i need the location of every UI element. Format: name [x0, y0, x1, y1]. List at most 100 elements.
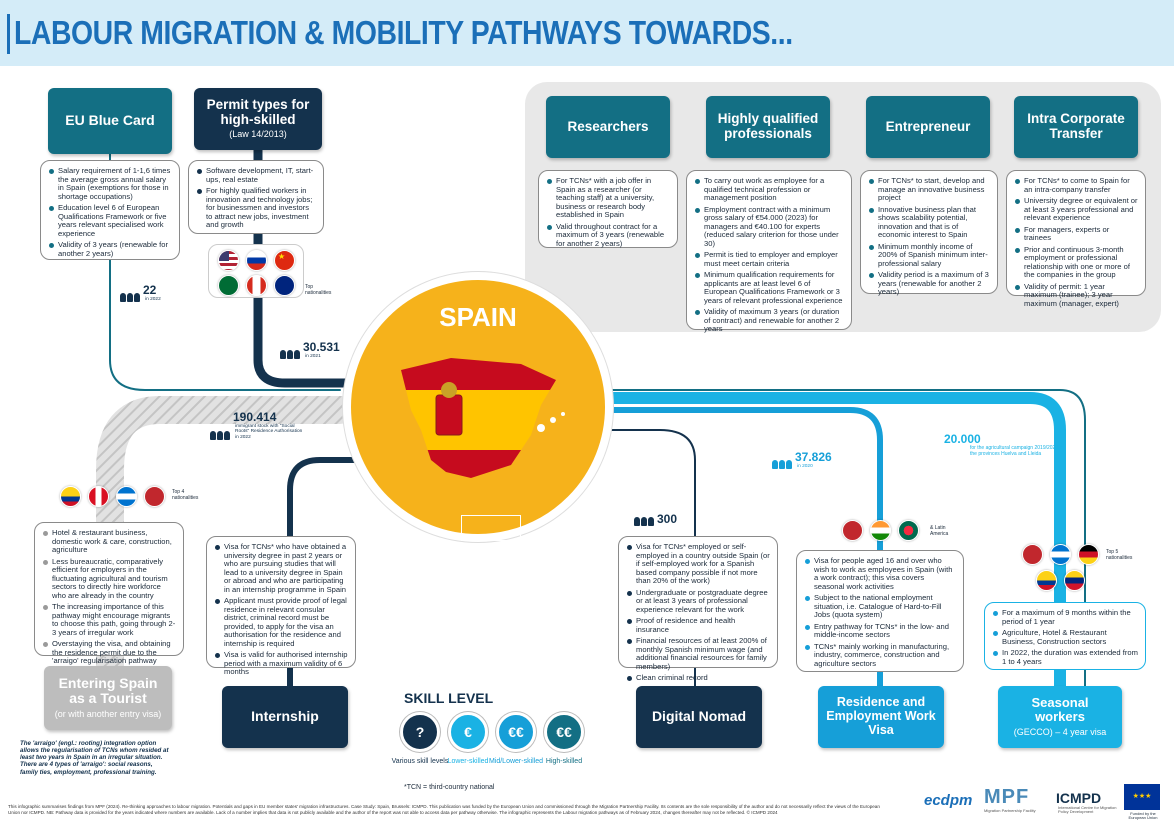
list-item: Innovative business plan that shows scal… — [869, 205, 990, 240]
eu-blue-card-header[interactable]: EU Blue Card — [48, 88, 172, 154]
internship-path — [287, 457, 523, 693]
researchers-header[interactable]: Researchers — [546, 96, 670, 158]
spain-circle: SPAIN — [343, 272, 613, 542]
euro-icon: € — [448, 712, 488, 752]
people-icon — [120, 293, 140, 303]
people-icon — [772, 460, 792, 470]
nationalities-label: & Latin America — [930, 525, 949, 537]
ict-header[interactable]: Intra Corporate Transfer — [1014, 96, 1138, 158]
residence-header[interactable]: Residence and Employment Work Visa — [818, 686, 944, 748]
question-icon: ? — [400, 712, 440, 752]
people-icon — [210, 430, 230, 440]
icmpd-logo[interactable]: ICMPD — [1056, 790, 1102, 806]
flag-morocco-icon — [1022, 544, 1043, 565]
eu-flag-icon: ★★★ — [1124, 784, 1160, 810]
seasonal-stat: 20.000 for the agricultural campaign 201… — [944, 432, 1064, 457]
seasonal-box: For a maximum of 9 months within the per… — [984, 602, 1146, 670]
list-item: Clean criminal record — [627, 673, 770, 683]
list-item: For managers, experts or trainees — [1015, 225, 1138, 243]
list-item: Permit is tied to employer and employer … — [695, 250, 844, 268]
nationalities-label: Top nationalities — [305, 284, 332, 296]
arraigo-note: The 'arraigo' (engl.: rooting) integrati… — [20, 740, 169, 776]
list-item: Agriculture, Hotel & Restaurant Business… — [993, 628, 1138, 646]
list-item: Validity of 3 years (renewable for anoth… — [49, 240, 172, 258]
list-item: In 2022, the duration was extended from … — [993, 648, 1138, 666]
list-item: TCNs* mainly working in manufacturing, i… — [805, 642, 956, 669]
list-item: University degree or equivalent or at le… — [1015, 196, 1138, 223]
entrepreneur-box: For TCNs* to start, develop and manage a… — [860, 170, 998, 297]
tourist-box: Hotel & restaurant business, domestic wo… — [34, 522, 184, 665]
euro-stack-icon: €€ — [544, 712, 584, 752]
tourist-path — [96, 396, 354, 684]
list-item: Visa is valid for authorised internship … — [215, 650, 348, 677]
seasonal-header[interactable]: Seasonal workers (GECCO) – 4 year visa — [998, 686, 1122, 748]
list-item: Validity period is a maximum of 3 years … — [869, 270, 990, 297]
euro-coins-icon: €€ — [496, 712, 536, 752]
flag-venezuela-icon — [1064, 570, 1085, 591]
internship-header[interactable]: Internship — [222, 686, 348, 748]
tcn-footnote: *TCN = third-country national — [404, 784, 495, 791]
flag-canada-icon — [246, 275, 267, 296]
flag-peru-icon — [88, 486, 109, 507]
list-item: Education level 6 of European Qualificat… — [49, 203, 172, 238]
list-item: Software development, IT, start-ups, rea… — [197, 166, 316, 184]
list-item: For highly qualified workers in innovati… — [197, 186, 316, 230]
flag-honduras-icon — [116, 486, 137, 507]
eu-blue-card-box: Salary requirement of 1-1,6 times the av… — [40, 160, 180, 260]
nomad-header[interactable]: Digital Nomad — [636, 686, 762, 748]
nomad-box: Visa for TCNs* employed or self-employed… — [618, 536, 778, 682]
list-item: Entry pathway for TCNs* in the low- and … — [805, 622, 956, 640]
internship-box: Visa for TCNs* who have obtained a unive… — [206, 536, 356, 676]
eu-funding-label: Funded by the European Union — [1128, 811, 1158, 821]
list-item: For TCNs* with a job offer in Spain as a… — [547, 176, 670, 220]
list-item: Employment contract with a minimum gross… — [695, 205, 844, 249]
flag-china-icon: ★ — [274, 250, 295, 271]
list-item: Visa for TCNs* who have obtained a unive… — [215, 542, 348, 594]
skill-label: Mid/Lower-skilled — [488, 758, 544, 765]
list-item: The increasing importance of this pathwa… — [43, 602, 176, 637]
flag-bangladesh-icon — [898, 520, 919, 541]
canary-islands-inset — [461, 515, 521, 541]
list-item: Salary requirement of 1-1,6 times the av… — [49, 166, 172, 201]
title-bar: LABOUR MIGRATION & MOBILITY PATHWAYS TOW… — [0, 0, 1174, 66]
entrepreneur-header[interactable]: Entrepreneur — [866, 96, 990, 158]
permit-path — [253, 145, 365, 388]
list-item: Undergraduate or postgraduate degree or … — [627, 588, 770, 615]
flag-honduras-icon — [1050, 544, 1071, 565]
list-item: To carry out work as employee for a qual… — [695, 176, 844, 203]
flag-india-icon — [870, 520, 891, 541]
nomad-path — [519, 429, 696, 691]
list-item: Minimum monthly income of 200% of Spanis… — [869, 242, 990, 269]
list-item: Validity of maximum 3 years (or duration… — [695, 307, 844, 334]
list-item: Minimum qualification requirements for a… — [695, 270, 844, 305]
blue-card-path — [109, 149, 341, 391]
list-item: Less bureaucratic, comparatively efficie… — [43, 557, 176, 601]
page-title: LABOUR MIGRATION & MOBILITY PATHWAYS TOW… — [14, 14, 793, 51]
list-item: Hotel & restaurant business, domestic wo… — [43, 528, 176, 555]
flag-usa-icon — [218, 250, 239, 271]
flag-colombia-icon — [60, 486, 81, 507]
list-item: Visa for people aged 16 and over who wis… — [805, 556, 956, 591]
skill-label: Lower-skilled — [447, 758, 489, 765]
list-item: Applicant must provide proof of legal re… — [215, 596, 348, 648]
permit-header[interactable]: Permit types for high-skilled (Law 14/20… — [194, 88, 322, 150]
mpf-subtitle: Migration Partnership Facility — [984, 808, 1036, 813]
ecdpm-logo[interactable]: ecdpm — [924, 792, 973, 809]
flag-morocco-icon — [842, 520, 863, 541]
spain-map-icon — [401, 358, 565, 478]
ict-box: For TCNs* to come to Spain for an intra-… — [1006, 170, 1146, 307]
researchers-box: For TCNs* with a job offer in Spain as a… — [538, 170, 678, 248]
mpf-logo[interactable]: MPF — [984, 786, 1030, 808]
seasonal-path — [514, 392, 1066, 696]
flag-morocco-icon — [144, 486, 165, 507]
skill-label: High-skilled — [545, 758, 583, 765]
flag-colombia-icon — [1036, 570, 1057, 591]
nationalities-label: Top 5 nationalities — [1106, 549, 1133, 561]
list-item: For a maximum of 9 months within the per… — [993, 608, 1138, 626]
hqp-header[interactable]: Highly qualified professionals — [706, 96, 830, 158]
tourist-header[interactable]: Entering Spain as a Tourist (or with ano… — [44, 666, 172, 730]
